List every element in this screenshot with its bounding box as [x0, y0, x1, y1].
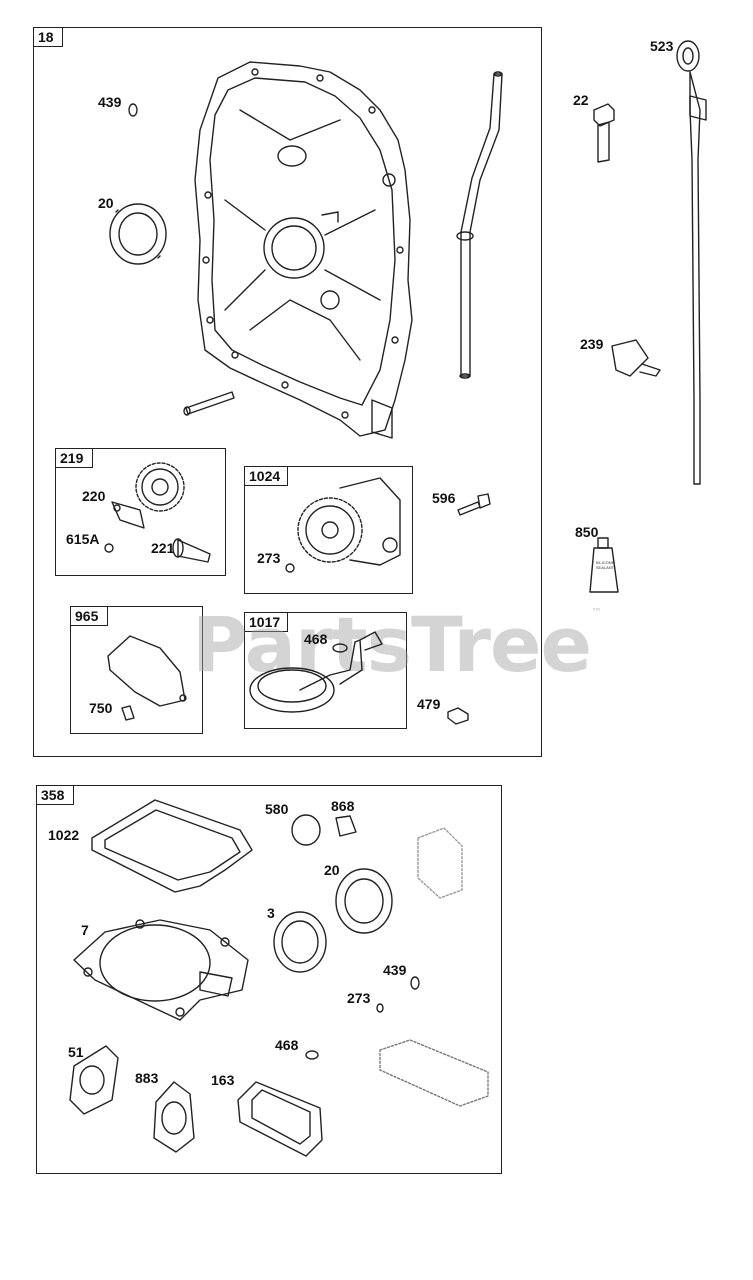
head-gasket-7-drawing: [73, 919, 249, 1021]
assembly-frame-219: [55, 448, 226, 576]
callout-868[interactable]: 868: [331, 798, 355, 814]
o-ring-273b-drawing: [376, 1003, 384, 1013]
bolt-22-drawing: [593, 103, 615, 163]
watermark: PartsTree™: [192, 600, 602, 689]
bolt-596-drawing: [457, 493, 491, 516]
callout-20-b[interactable]: 20: [324, 862, 340, 878]
callout-439[interactable]: 439: [98, 94, 122, 110]
assembly-frame-1017: [244, 612, 407, 729]
callout-273-b[interactable]: 273: [347, 990, 371, 1006]
dipstick-523-drawing: [676, 40, 707, 485]
callout-20[interactable]: 20: [98, 195, 114, 211]
assembly-frame-358: [36, 785, 502, 1174]
oil-seal-3-drawing: [273, 911, 327, 973]
oil-pump-drawing: [285, 477, 401, 573]
sealant-tube-drawing: [589, 537, 619, 593]
gasket-1022-drawing: [91, 799, 253, 893]
callout-239[interactable]: 239: [580, 336, 604, 352]
watermark-trademark: ™: [591, 606, 602, 619]
callout-580[interactable]: 580: [265, 801, 289, 817]
sealant-tube-label: SILICONE SEALANT: [595, 560, 615, 570]
box-label-18[interactable]: 18: [33, 27, 63, 47]
watermark-text: PartsTree: [192, 600, 592, 689]
o-ring-468b-drawing: [305, 1050, 319, 1060]
dowel-pin-drawing: [183, 391, 235, 416]
oil-seal-20-drawing: [109, 203, 167, 265]
box-label-358[interactable]: 358: [36, 785, 74, 805]
callout-439-b[interactable]: 439: [383, 962, 407, 978]
box-label-219[interactable]: 219: [55, 448, 93, 468]
box-label-1024[interactable]: 1024: [244, 466, 288, 486]
callout-523[interactable]: 523: [650, 38, 674, 54]
gasket-163-drawing: [237, 1081, 323, 1157]
o-ring-439b-drawing: [410, 976, 420, 990]
callout-220[interactable]: 220: [82, 488, 106, 504]
callout-7[interactable]: 7: [81, 922, 89, 938]
callout-468-b[interactable]: 468: [275, 1037, 299, 1053]
callout-750[interactable]: 750: [89, 700, 113, 716]
callout-596[interactable]: 596: [432, 490, 456, 506]
assembly-frame-1024: [244, 466, 413, 594]
callout-883[interactable]: 883: [135, 1070, 159, 1086]
cover-plate-965-drawing: [107, 635, 187, 721]
callout-51[interactable]: 51: [68, 1044, 84, 1060]
box-label-965[interactable]: 965: [70, 606, 108, 626]
oil-seal-20b-drawing: [335, 868, 393, 934]
callout-615A[interactable]: 615A: [66, 531, 100, 547]
governor-gear-drawing: [104, 462, 211, 563]
callout-22[interactable]: 22: [573, 92, 589, 108]
crankcase-cover-drawing: [194, 61, 413, 439]
o-ring-439-drawing: [128, 103, 138, 117]
o-ring-580-drawing: [291, 814, 321, 846]
callout-850[interactable]: 850: [575, 524, 599, 540]
oil-pickup-drawing: [249, 631, 383, 713]
callout-273[interactable]: 273: [257, 550, 281, 566]
assembly-frame-965: [70, 606, 203, 734]
bolt-479-drawing: [447, 707, 469, 725]
callout-468[interactable]: 468: [304, 631, 328, 647]
callout-221[interactable]: 221: [151, 540, 175, 556]
callout-479[interactable]: 479: [417, 696, 441, 712]
assembly-frame-18: [33, 27, 542, 757]
gasket-51-drawing: [69, 1045, 119, 1115]
callout-1022[interactable]: 1022: [48, 827, 80, 843]
dipstick-tube-drawing: [456, 71, 503, 379]
callout-163[interactable]: 163: [211, 1072, 235, 1088]
callout-3[interactable]: 3: [267, 905, 275, 921]
sensor-239-drawing: [611, 339, 661, 377]
gasket-883-drawing: [153, 1081, 195, 1153]
gasket-ghost-drawing: [417, 827, 463, 899]
exhaust-gasket-drawing: [379, 1039, 489, 1107]
valve-seal-868-drawing: [335, 815, 357, 837]
box-label-1017[interactable]: 1017: [244, 612, 288, 632]
